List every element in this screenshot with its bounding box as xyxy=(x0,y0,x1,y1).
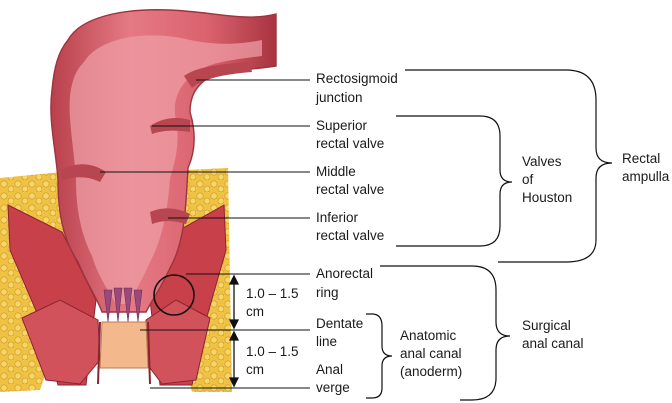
label-valves-line2: of xyxy=(522,172,534,187)
anorectal-ring-marker xyxy=(153,274,195,316)
bracket-valves-of-houston xyxy=(396,115,513,247)
label-inferior-line1: Inferior xyxy=(316,210,359,225)
rectum-lumen xyxy=(69,35,262,305)
anatomy-illustration xyxy=(0,9,277,392)
label-rectosigmoid-line2: junction xyxy=(315,90,363,105)
label-surgical-line1: Surgical xyxy=(522,318,571,333)
measurement-arrows xyxy=(228,274,240,388)
anoderm xyxy=(99,321,149,369)
label-dentate-line2: line xyxy=(316,334,337,349)
label-rectal-ampulla-line2: ampulla xyxy=(622,169,670,184)
label-anorectal-line2: ring xyxy=(316,285,339,300)
label-middle-line1: Middle xyxy=(316,164,356,179)
bracket-surgical-anal-canal xyxy=(380,265,511,401)
label-dentate-line1: Dentate xyxy=(316,316,363,331)
anal-columns xyxy=(103,287,143,323)
label-inferior-line2: rectal valve xyxy=(316,228,384,243)
label-anatomic-line2: anal canal xyxy=(400,346,462,361)
label-anatomic-line1: Anatomic xyxy=(400,328,457,343)
label-anatomic-line3: (anoderm) xyxy=(400,364,462,379)
label-superior-line1: Superior xyxy=(316,118,368,133)
middle-valve-fold xyxy=(60,164,106,182)
label-superior-line2: rectal valve xyxy=(316,136,384,151)
label-valves-line3: Houston xyxy=(522,190,572,205)
bracket-anatomic-anal-canal xyxy=(366,313,393,399)
anal-canal-edge-right xyxy=(147,321,151,385)
label-anal-verge-line2: verge xyxy=(316,380,350,395)
label-measure-upper-line1: 1.0 – 1.5 xyxy=(246,286,299,301)
label-anorectal-line1: Anorectal xyxy=(316,266,373,281)
sigmoid-fold xyxy=(184,62,252,88)
anal-canal-edge-left xyxy=(97,321,101,385)
label-measure-upper-line2: cm xyxy=(246,304,264,319)
label-valves-line1: Valves xyxy=(522,154,562,169)
text-labels: Rectosigmoid junction Superior rectal va… xyxy=(246,71,670,395)
label-anal-verge-line1: Anal xyxy=(316,362,343,377)
leader-lines xyxy=(100,79,310,389)
brackets xyxy=(366,69,613,401)
inferior-valve-fold xyxy=(150,208,190,224)
label-surgical-line2: anal canal xyxy=(522,336,584,351)
label-measure-lower-line1: 1.0 – 1.5 xyxy=(246,344,299,359)
label-middle-line2: rectal valve xyxy=(316,182,384,197)
label-rectal-ampulla-line1: Rectal xyxy=(622,151,660,166)
label-measure-lower-line2: cm xyxy=(246,362,264,377)
bracket-rectal-ampulla xyxy=(405,69,613,263)
label-rectosigmoid-line1: Rectosigmoid xyxy=(316,71,398,86)
